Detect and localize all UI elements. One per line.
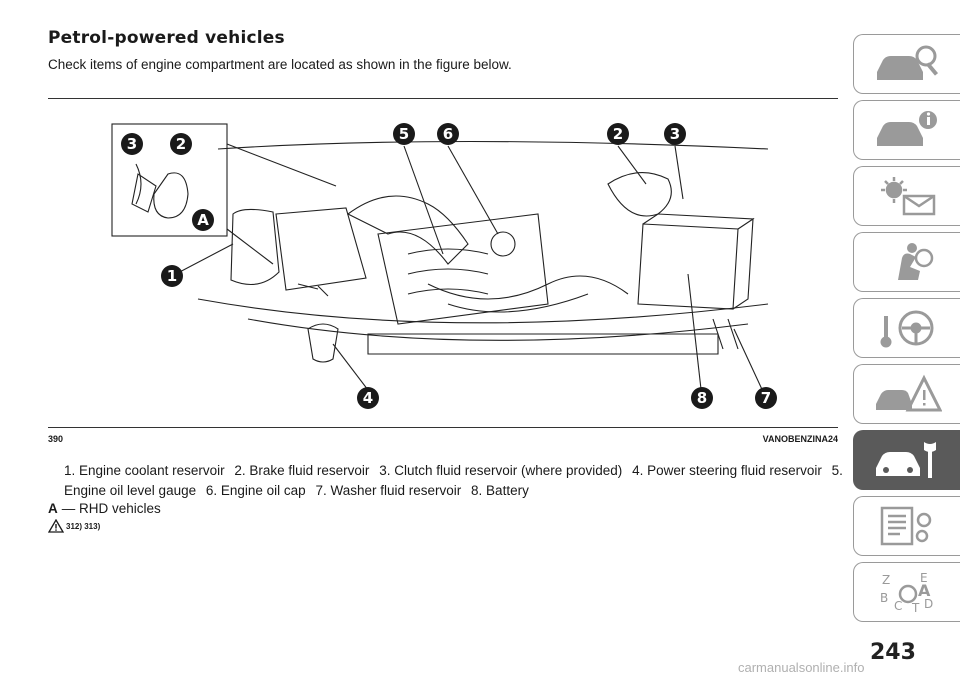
- tab-servicing-care[interactable]: [853, 430, 960, 490]
- svg-text:B: B: [880, 591, 888, 605]
- figure-code: VANOBENZINA24: [762, 434, 838, 444]
- intro-text: Check items of engine compartment are lo…: [48, 57, 512, 72]
- tab-warning-lights[interactable]: [853, 166, 960, 226]
- callout-marker: [192, 209, 214, 231]
- callout-label: 3: [127, 135, 137, 153]
- tab-airbag[interactable]: [853, 232, 960, 292]
- legend-item: 3. Clutch fluid reservoir (where provide…: [379, 463, 623, 478]
- alphabet-index-icon: Z E BC DT A: [880, 571, 933, 614]
- page-number: 243: [870, 640, 916, 665]
- callout-label: 2: [613, 125, 623, 143]
- callout-label: 2: [176, 135, 186, 153]
- callout-marker: [393, 123, 415, 145]
- svg-text:A: A: [918, 581, 931, 600]
- figure-number: 390: [48, 434, 64, 444]
- callout-marker: [170, 133, 192, 155]
- legend-item: 8. Battery: [471, 483, 529, 498]
- car-search-icon: [877, 45, 939, 80]
- bottom-rule: [48, 427, 838, 428]
- svg-text:D: D: [924, 597, 933, 611]
- tab-technical-specs[interactable]: [853, 496, 960, 556]
- top-rule: [48, 98, 838, 99]
- svg-text:Z: Z: [882, 573, 890, 587]
- svg-text:C: C: [894, 599, 902, 613]
- warning-triangle-icon: [48, 519, 64, 533]
- figure-legend: 1. Engine coolant reservoir 2. Brake flu…: [64, 461, 844, 501]
- callout-label: 6: [443, 125, 453, 143]
- callout-marker: [691, 387, 713, 409]
- callout-marker: [437, 123, 459, 145]
- tab-starting-driving[interactable]: [853, 298, 960, 358]
- callout-label: 5: [399, 125, 409, 143]
- legend-item: 7. Washer fluid reservoir: [315, 483, 462, 498]
- callout-label: 4: [363, 389, 373, 407]
- legend-item: 2. Brake fluid reservoir: [234, 463, 370, 478]
- callout-label: 7: [761, 389, 771, 407]
- legend-item: 5. Engine oil level gauge: [64, 463, 843, 498]
- callout-marker: [664, 123, 686, 145]
- specs-gear-icon: [880, 506, 932, 546]
- svg-text:E: E: [920, 571, 928, 585]
- svg-text:T: T: [911, 601, 920, 614]
- note-text: — RHD vehicles: [61, 501, 161, 516]
- warning-light-message-icon: [881, 177, 936, 216]
- legend-item: 1. Engine coolant reservoir: [64, 463, 225, 478]
- callout-marker: [755, 387, 777, 409]
- callout-marker: [357, 387, 379, 409]
- rhd-note: A— RHD vehicles: [48, 501, 161, 516]
- callout-label: 3: [670, 125, 680, 143]
- car-maintenance-icon: [876, 442, 936, 478]
- warning-refs: 312) 313): [66, 521, 101, 531]
- callout-label: 1: [167, 267, 177, 285]
- callout-marker: [161, 265, 183, 287]
- tab-car-search[interactable]: [853, 34, 960, 94]
- car-info-icon: [877, 111, 937, 146]
- legend-item: 6. Engine oil cap: [205, 483, 306, 498]
- airbag-seat-icon: [898, 243, 934, 280]
- key-steering-wheel-icon: [880, 310, 934, 348]
- tab-emergency[interactable]: [853, 364, 960, 424]
- callout-marker: [121, 133, 143, 155]
- tab-car-info[interactable]: [853, 100, 960, 160]
- callout-label: 8: [697, 389, 707, 407]
- warning-reference[interactable]: 312) 313): [48, 519, 100, 533]
- section-title: Petrol-powered vehicles: [48, 28, 285, 48]
- callout-marker: [607, 123, 629, 145]
- engine-compartment-figure: 3 2 A 5 6 2 3 1 4 8 7: [111, 123, 777, 409]
- watermark: carmanualsonline.info: [738, 660, 865, 675]
- legend-item: 4. Power steering fluid reservoir: [632, 463, 822, 478]
- note-label: A: [48, 501, 58, 516]
- callout-label: A: [197, 211, 209, 229]
- car-breakdown-icon: [876, 374, 942, 412]
